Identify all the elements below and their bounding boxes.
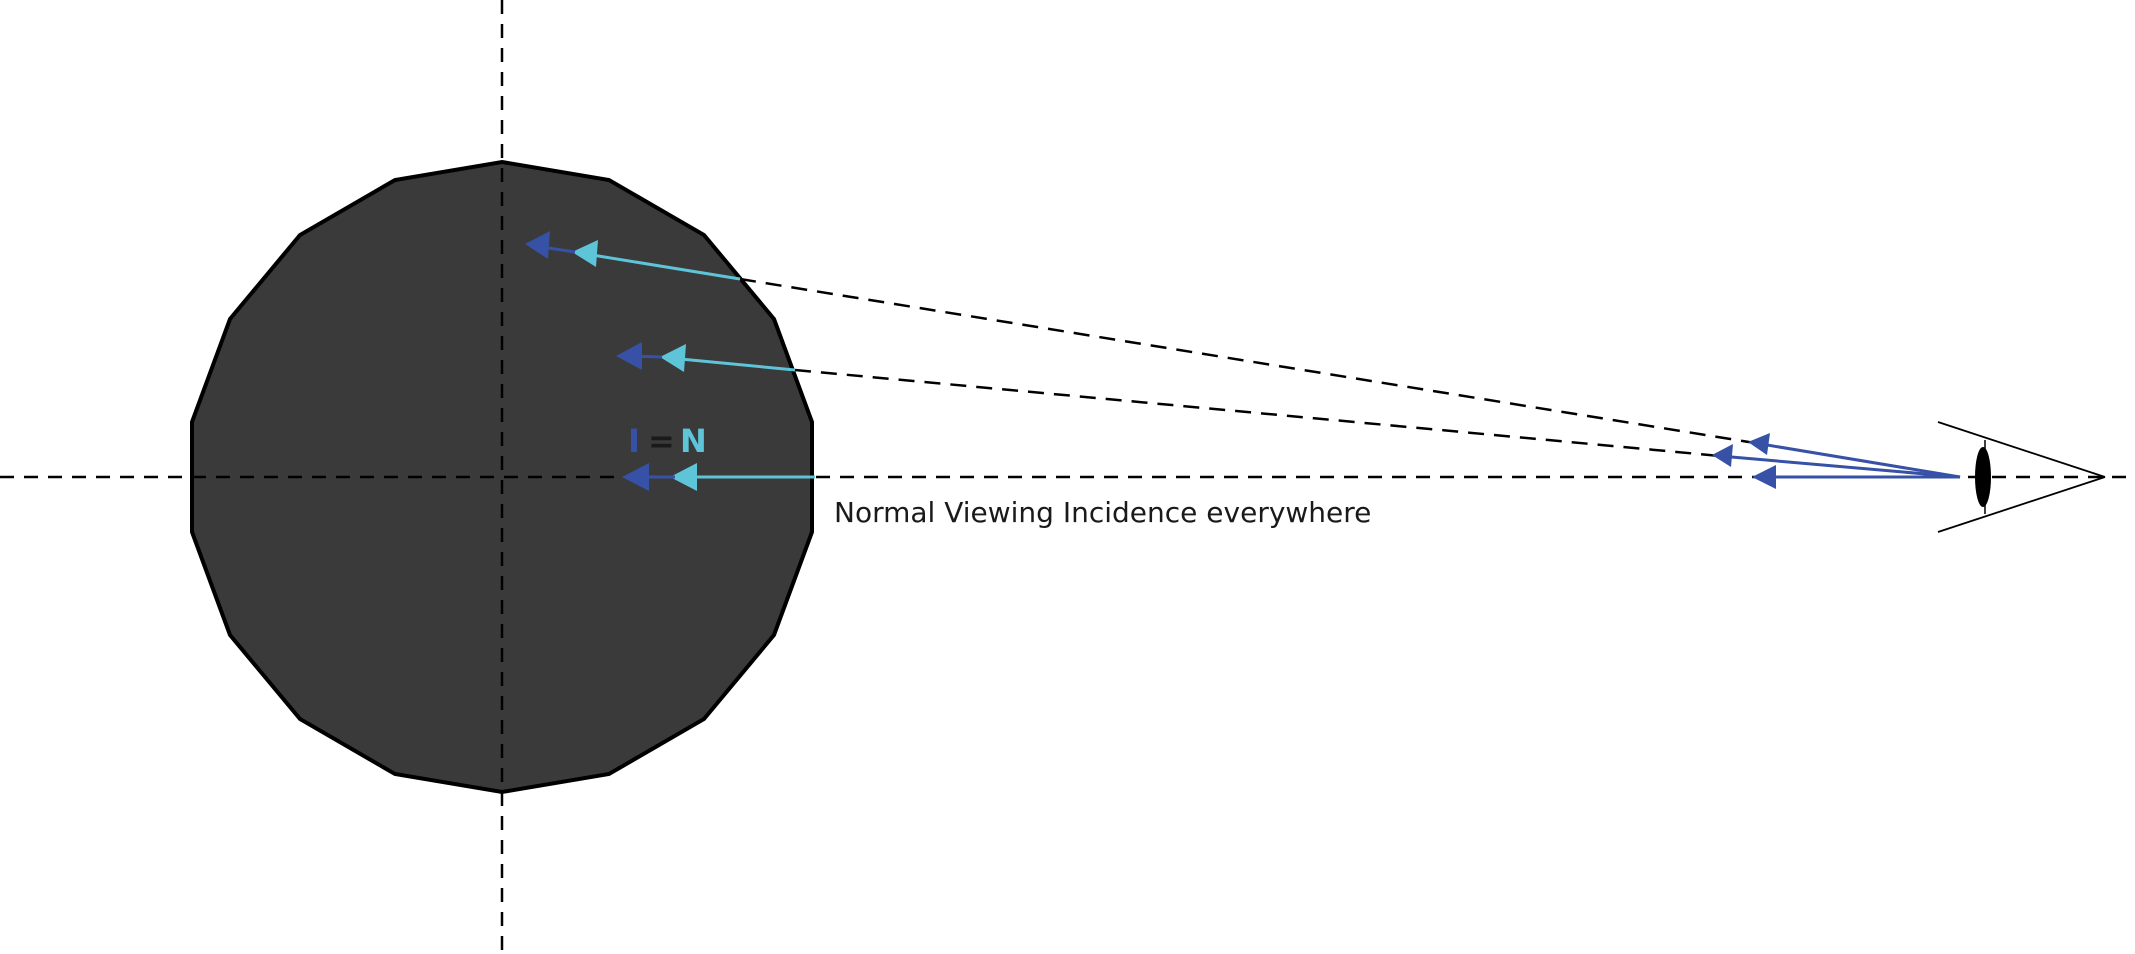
incident-ray-near-middle [1719, 454, 1961, 479]
incident-arrowhead-middle [616, 342, 642, 370]
incident-arrowhead-near-center [1752, 465, 1776, 489]
incident-label: I [628, 422, 640, 460]
equals-label: = [648, 422, 675, 460]
caption-label: Normal Viewing Incidence everywhere [834, 496, 1371, 529]
normal-label: N [680, 422, 707, 460]
incident-arrowhead-center [622, 463, 649, 491]
eye-icon [1937, 421, 2106, 533]
incident-arrowhead-upper [525, 231, 550, 259]
sight-line-upper [739, 277, 1756, 445]
incident-arrowhead-near-upper [1748, 433, 1770, 455]
sight-line-middle [794, 368, 1721, 458]
incident-arrowhead-near-middle [1712, 444, 1733, 467]
normal-arrowhead-upper [572, 240, 598, 267]
normal-arrowhead-middle [660, 344, 686, 372]
normal-ray-middle [669, 356, 796, 372]
normal-ray-upper [579, 251, 741, 281]
incident-ray-near-upper [1754, 441, 1961, 479]
normal-arrowhead-center [670, 463, 697, 491]
